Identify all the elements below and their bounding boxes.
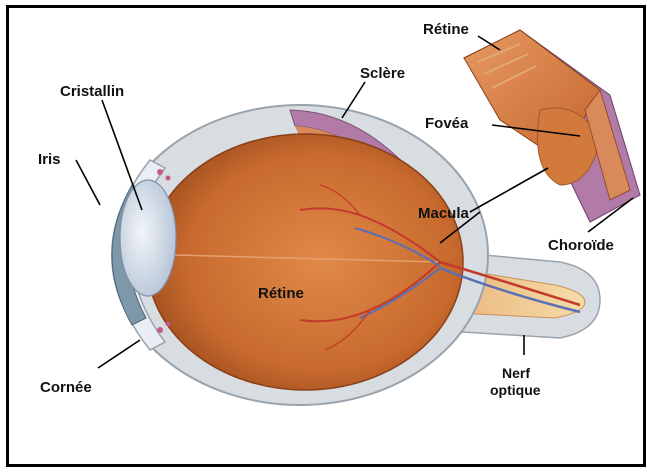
label-retine-inset: Rétine: [423, 21, 469, 38]
lens: [120, 180, 176, 296]
label-choroide: Choroïde: [548, 237, 614, 254]
label-cornee: Cornée: [40, 379, 92, 396]
label-fovea: Fovéa: [425, 115, 469, 132]
label-sclere: Sclère: [360, 65, 405, 82]
label-retine-main: Rétine: [258, 285, 304, 302]
label-iris: Iris: [38, 151, 61, 168]
label-cristallin: Cristallin: [60, 83, 124, 100]
label-macula: Macula: [418, 205, 470, 222]
retina-inset: [464, 30, 640, 222]
label-nerf-line2: optique: [490, 382, 541, 398]
label-nerf-line1: Nerf: [502, 365, 530, 381]
